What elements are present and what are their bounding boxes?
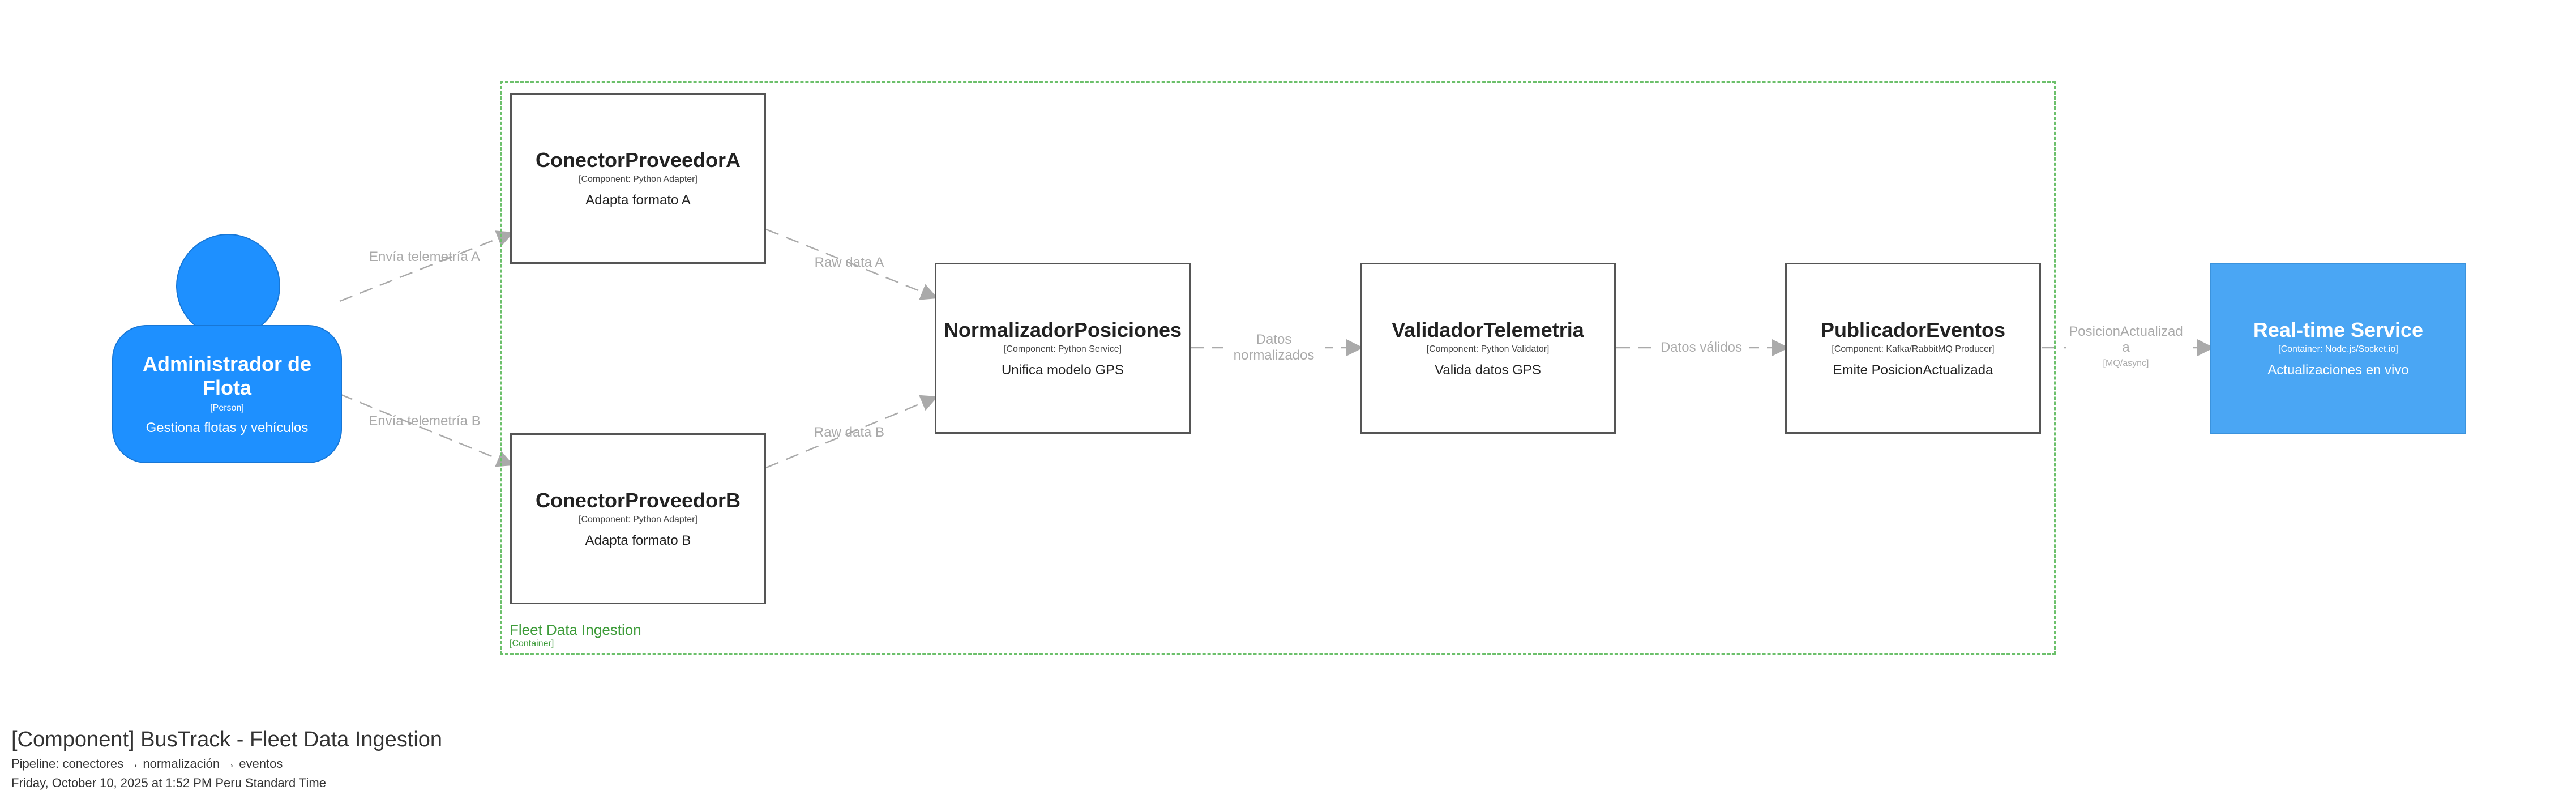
external-desc: Actualizaciones en vivo [2267, 362, 2409, 378]
person-head-icon [176, 234, 280, 338]
component-conector-proveedor-b[interactable]: ConectorProveedorB [Component: Python Ad… [510, 433, 766, 604]
container-boundary [500, 81, 2056, 655]
component-tech: [Component: Python Adapter] [579, 515, 698, 524]
component-title: NormalizadorPosiciones [943, 318, 1182, 341]
external-title: Real-time Service [2253, 318, 2424, 341]
relation-label-norm-val: Datos normalizados [1223, 332, 1325, 364]
relation-label-pub-rt: PosicionActualizada [MQ/async] [2066, 324, 2185, 371]
component-conector-proveedor-a[interactable]: ConectorProveedorA [Component: Python Ad… [510, 93, 766, 264]
component-tech: [Component: Python Validator] [1426, 344, 1550, 354]
component-normalizador-posiciones[interactable]: NormalizadorPosiciones [Component: Pytho… [935, 263, 1191, 434]
external-realtime-service[interactable]: Real-time Service [Container: Node.js/So… [2210, 263, 2466, 434]
arrow-person-to-conector-a [339, 230, 514, 302]
relation-tech: [MQ/async] [2103, 358, 2149, 368]
component-desc: Adapta formato B [585, 533, 691, 548]
relation-label-person-a: Envía telemetría A [369, 249, 481, 264]
person-title: Administrador de Flota [142, 352, 312, 399]
component-desc: Unifica modelo GPS [1001, 362, 1124, 378]
component-tech: [Component: Kafka/RabbitMQ Producer] [1832, 344, 1995, 354]
component-desc: Valida datos GPS [1435, 362, 1541, 378]
diagram-description: Pipeline: conectores → normalización → e… [11, 757, 283, 771]
component-tech: [Component: Python Service] [1003, 344, 1122, 354]
arrow-conector-a-to-normalizador [765, 228, 938, 300]
person-desc: Gestiona flotas y vehículos [146, 420, 309, 435]
component-desc: Adapta formato A [585, 193, 691, 208]
relation-text: PosicionActualizada [2069, 324, 2183, 355]
arrow-person-to-conector-b [339, 393, 514, 467]
person-administrador-flota[interactable]: Administrador de Flota [Person] Gestiona… [112, 325, 342, 463]
component-title: ValidadorTelemetria [1392, 318, 1584, 341]
arrow-conector-b-to-normalizador [765, 395, 938, 469]
person-tech: [Person] [210, 403, 244, 413]
component-desc: Emite PosicionActualizada [1833, 362, 1993, 378]
component-publicador-eventos[interactable]: PublicadorEventos [Component: Kafka/Rabb… [1785, 263, 2041, 434]
component-title: ConectorProveedorA [535, 148, 741, 172]
component-title: ConectorProveedorB [535, 489, 741, 512]
component-validador-telemetria[interactable]: ValidadorTelemetria [Component: Python V… [1360, 263, 1616, 434]
relation-label-person-b: Envía telemetría B [369, 413, 481, 429]
diagram-title: [Component] BusTrack - Fleet Data Ingest… [11, 728, 443, 751]
boundary-label: Fleet Data Ingestion [510, 621, 641, 638]
boundary-tech: [Container] [510, 639, 554, 648]
diagram-date: Friday, October 10, 2025 at 1:52 PM Peru… [11, 776, 326, 790]
component-title: PublicadorEventos [1820, 318, 2006, 341]
relation-label-a-norm: Raw data A [814, 255, 884, 270]
relation-label-b-norm: Raw data B [814, 425, 885, 440]
component-tech: [Component: Python Adapter] [579, 174, 698, 184]
relation-label-val-pub: Datos válidos [1653, 340, 1749, 356]
external-tech: [Container: Node.js/Socket.io] [2278, 344, 2398, 354]
